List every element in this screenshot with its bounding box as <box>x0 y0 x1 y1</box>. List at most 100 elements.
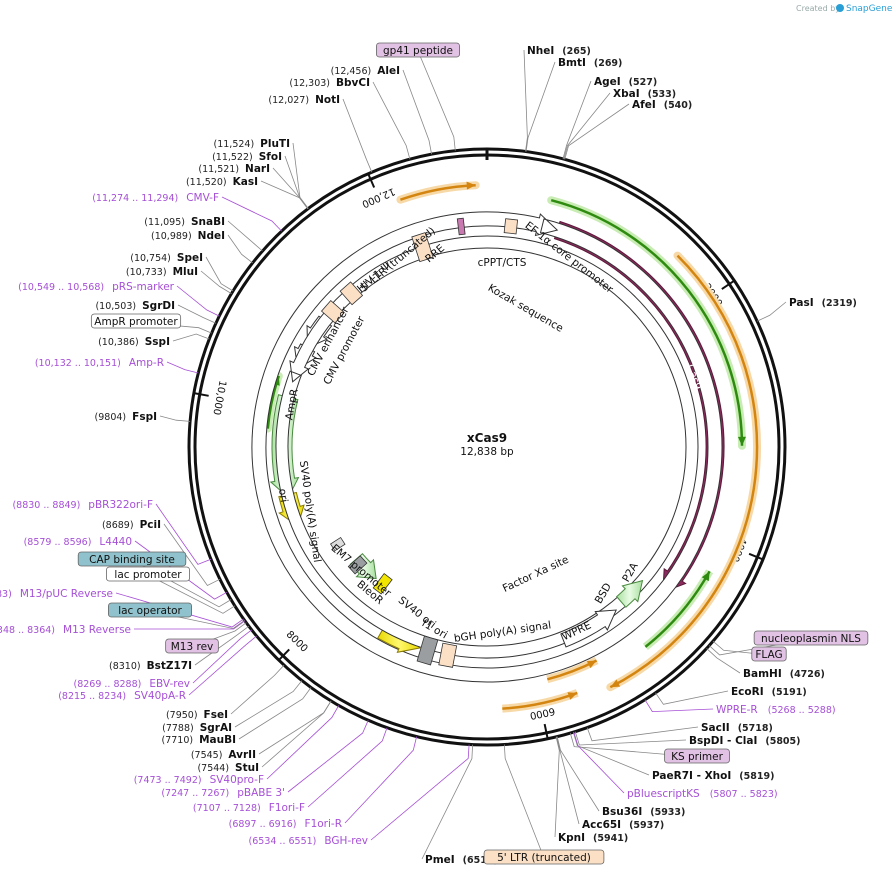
site-name: KpnI <box>558 832 585 844</box>
primer-position: (7247 .. 7267) <box>161 788 229 799</box>
site-name: AleI <box>377 65 400 77</box>
leader-line <box>163 523 221 587</box>
site-label: (10,503)SgrDI <box>95 300 175 312</box>
orf-arc-right-head <box>610 679 621 688</box>
leader-line <box>344 736 417 824</box>
site-name: SacII <box>701 722 730 734</box>
site-position: (527) <box>629 77 658 88</box>
site-label: PmeI(6518) <box>425 854 498 866</box>
leader-line <box>574 731 687 746</box>
site-position: (12,456) <box>331 66 372 77</box>
leader-line <box>227 220 263 252</box>
primer-label: (10,132 .. 10,151)Amp-R <box>35 357 164 369</box>
leader-line <box>569 732 698 758</box>
site-label: (7545) AvrII <box>191 749 256 761</box>
leader-line <box>417 50 456 151</box>
boxed-label-bg <box>90 313 182 329</box>
boxed-label-bg <box>165 638 219 654</box>
leader-line <box>176 285 220 317</box>
site-label: (12,027)NotI <box>268 94 340 106</box>
ruler-tick-label: 10,000 <box>210 379 227 415</box>
site-label: (7544)StuI <box>197 762 259 774</box>
site-name: AvrII <box>228 749 256 761</box>
primer-name: F1ori-F <box>269 802 305 814</box>
site-position: (5819) <box>739 771 774 782</box>
leader-line <box>205 256 234 292</box>
site-name: PaeR7I <box>652 770 693 782</box>
boxed-label-bg <box>483 849 605 865</box>
site-name: PmeI <box>425 854 455 866</box>
plasmid-size: 12,838 bp <box>460 446 514 458</box>
site-position: (5191) <box>772 687 807 698</box>
leader-line <box>503 744 545 859</box>
primer-label: (6897 .. 6916)F1ori-R <box>229 818 342 830</box>
leader-line <box>562 80 592 160</box>
orf-arc-top-halo <box>396 181 480 204</box>
site-position: (11,522) <box>212 152 253 163</box>
hiv-psi-box <box>320 300 345 324</box>
site-label: (10,386) SspI <box>98 336 170 348</box>
site-label: (11,524)PluTI <box>214 138 291 150</box>
leader-line <box>421 744 473 860</box>
site-name: PluTI <box>260 138 290 150</box>
site-position: (7545) <box>191 750 223 761</box>
site-position: (11,520) <box>186 177 227 188</box>
site-position: (540) <box>664 100 693 111</box>
site-position: (10,386) <box>98 337 139 348</box>
primer-label: (8830 .. 8849)pBR322ori-F <box>12 499 153 511</box>
primer-label: (7247 .. 7267)pBABE 3' <box>161 787 285 799</box>
leader-line <box>200 270 232 294</box>
primer-name: EBV-rev <box>149 678 190 690</box>
primer-position: (11,274 .. 11,294) <box>92 193 178 204</box>
site-name: SgrDI <box>142 300 175 312</box>
leader-line <box>572 732 650 776</box>
site-label: Bsu36I(5933) <box>602 806 685 818</box>
ampr-prom-small-box <box>330 536 346 552</box>
ruler-tick <box>278 648 290 661</box>
primer-position: (8269 .. 8288) <box>74 679 142 690</box>
ampr-promoter-arrow <box>275 235 699 659</box>
site-name: PciI <box>140 519 161 531</box>
primer-name: WPRE-R <box>716 704 758 716</box>
site-position: (2319) <box>822 298 857 309</box>
site-name: SspI <box>145 336 170 348</box>
site-position: (7950) <box>166 710 198 721</box>
site-position: (265) <box>562 46 591 57</box>
primer-position: (5268 .. 5288) <box>768 705 836 716</box>
site-name: Acc65I <box>582 819 621 831</box>
leader-line <box>266 705 340 780</box>
leader-line <box>155 503 212 565</box>
site-name: StuI <box>235 762 259 774</box>
site-name: NotI <box>315 94 340 106</box>
wpre-arrow <box>560 609 617 648</box>
boxed-label-bg <box>751 646 787 662</box>
boxed-label: 5' LTR (truncated) <box>497 852 591 864</box>
leader-line <box>706 648 741 674</box>
leader-line <box>147 574 236 614</box>
primer-name: pBluescriptKS <box>627 788 700 800</box>
site-position: (12,303) <box>289 78 330 89</box>
leader-line <box>287 720 369 793</box>
primer-position: (10,132 .. 10,151) <box>35 358 121 369</box>
primer-position: (6897 .. 6916) <box>229 819 297 830</box>
site-position: (5941) <box>593 833 628 844</box>
site-name: SgrAI <box>200 722 232 734</box>
site-position: (11,095) <box>144 217 185 228</box>
site-label: (10,733)MluI <box>126 266 198 278</box>
feature-label: AmpR <box>283 388 300 421</box>
site-extra: - XhoI <box>693 770 731 782</box>
site-name: MauBI <box>199 734 236 746</box>
site-label: (12,303)BbvCI <box>289 77 370 89</box>
site-label: (8310)BstZ17I <box>109 660 192 672</box>
site-label: BamHI(4726) <box>743 668 825 680</box>
leader-line <box>523 49 528 152</box>
site-extra: - ClaI <box>723 735 757 747</box>
leader-line <box>655 690 729 705</box>
site-label: SacII(5718) <box>701 722 773 734</box>
site-label: (8689)PciI <box>102 519 161 531</box>
site-name: NarI <box>245 163 270 175</box>
primer-label: (6534 .. 6551)BGH-rev <box>249 835 368 847</box>
site-label: (7788)SgrAI <box>162 722 232 734</box>
boxed-label-bg <box>108 602 192 618</box>
primer-label: (7107 .. 7128)F1ori-F <box>193 802 305 814</box>
